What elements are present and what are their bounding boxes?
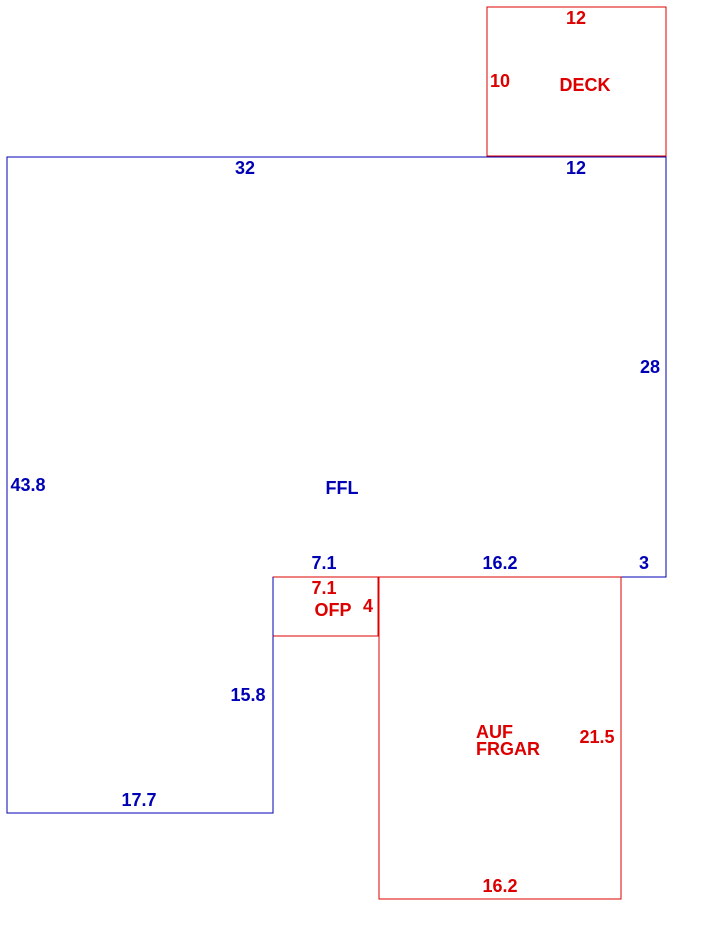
ffl-top-left-dimension: 32 xyxy=(235,158,255,178)
garage-outline xyxy=(378,576,622,900)
ffl-right-upper-dimension: 28 xyxy=(640,357,660,377)
ffl-notch-top-dimension: 7.1 xyxy=(311,553,336,573)
ffl-area: 32 12 28 43.8 FFL 7.1 16.2 3 15.8 17.7 xyxy=(6,156,667,814)
deck-outline xyxy=(486,6,667,157)
deck-label: DECK xyxy=(559,75,610,95)
ffl-notch-mid-dimension: 16.2 xyxy=(482,553,517,573)
deck-top-dimension: 12 xyxy=(566,8,586,28)
ofp-label: OFP xyxy=(314,600,351,620)
garage-label-line1: AUF xyxy=(476,722,513,742)
deck-area: 12 10 DECK xyxy=(486,6,667,157)
ofp-right-dimension: 4 xyxy=(363,596,373,616)
ffl-bottom-dimension: 17.7 xyxy=(121,790,156,810)
ffl-left-dimension: 43.8 xyxy=(10,475,45,495)
ofp-area: 7.1 OFP 4 xyxy=(272,576,379,637)
garage-bottom-dimension: 16.2 xyxy=(482,876,517,896)
deck-left-dimension: 10 xyxy=(490,71,510,91)
ofp-top-dimension: 7.1 xyxy=(311,578,336,598)
garage-area: AUF FRGAR 21.5 16.2 xyxy=(378,576,622,900)
ffl-top-right-dimension: 12 xyxy=(566,158,586,178)
garage-right-dimension: 21.5 xyxy=(579,727,614,747)
garage-label-line2: FRGAR xyxy=(476,739,540,759)
ffl-right-lower-dimension: 3 xyxy=(639,553,649,573)
ffl-label: FFL xyxy=(326,478,359,498)
ffl-notch-side-dimension: 15.8 xyxy=(230,685,265,705)
